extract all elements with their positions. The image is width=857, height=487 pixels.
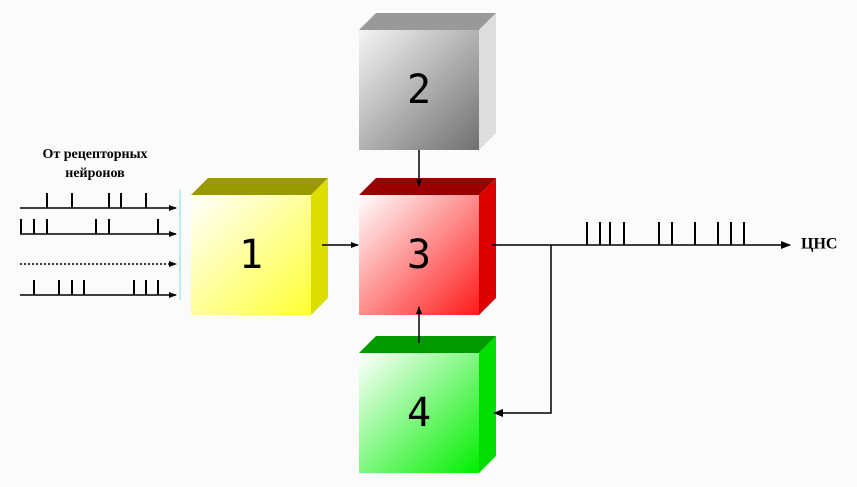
block-1-label: 1 bbox=[239, 232, 263, 278]
block-4: 4 bbox=[359, 336, 496, 473]
output-spike-train bbox=[586, 222, 745, 245]
feedback-arrow-to-4 bbox=[493, 245, 552, 417]
input-label-line1: От рецепторных bbox=[42, 147, 147, 162]
block-4-label: 4 bbox=[407, 390, 431, 436]
block-2-label: 2 bbox=[407, 67, 431, 113]
input-label-line2: нейронов bbox=[65, 166, 125, 181]
block-1: 1 bbox=[191, 178, 328, 315]
output-label-cns: ЦНС bbox=[801, 236, 837, 253]
block-3: 3 bbox=[359, 178, 496, 315]
input-spike-trains bbox=[20, 193, 177, 298]
block-3-label: 3 bbox=[407, 232, 431, 278]
block-2: 2 bbox=[359, 13, 496, 150]
